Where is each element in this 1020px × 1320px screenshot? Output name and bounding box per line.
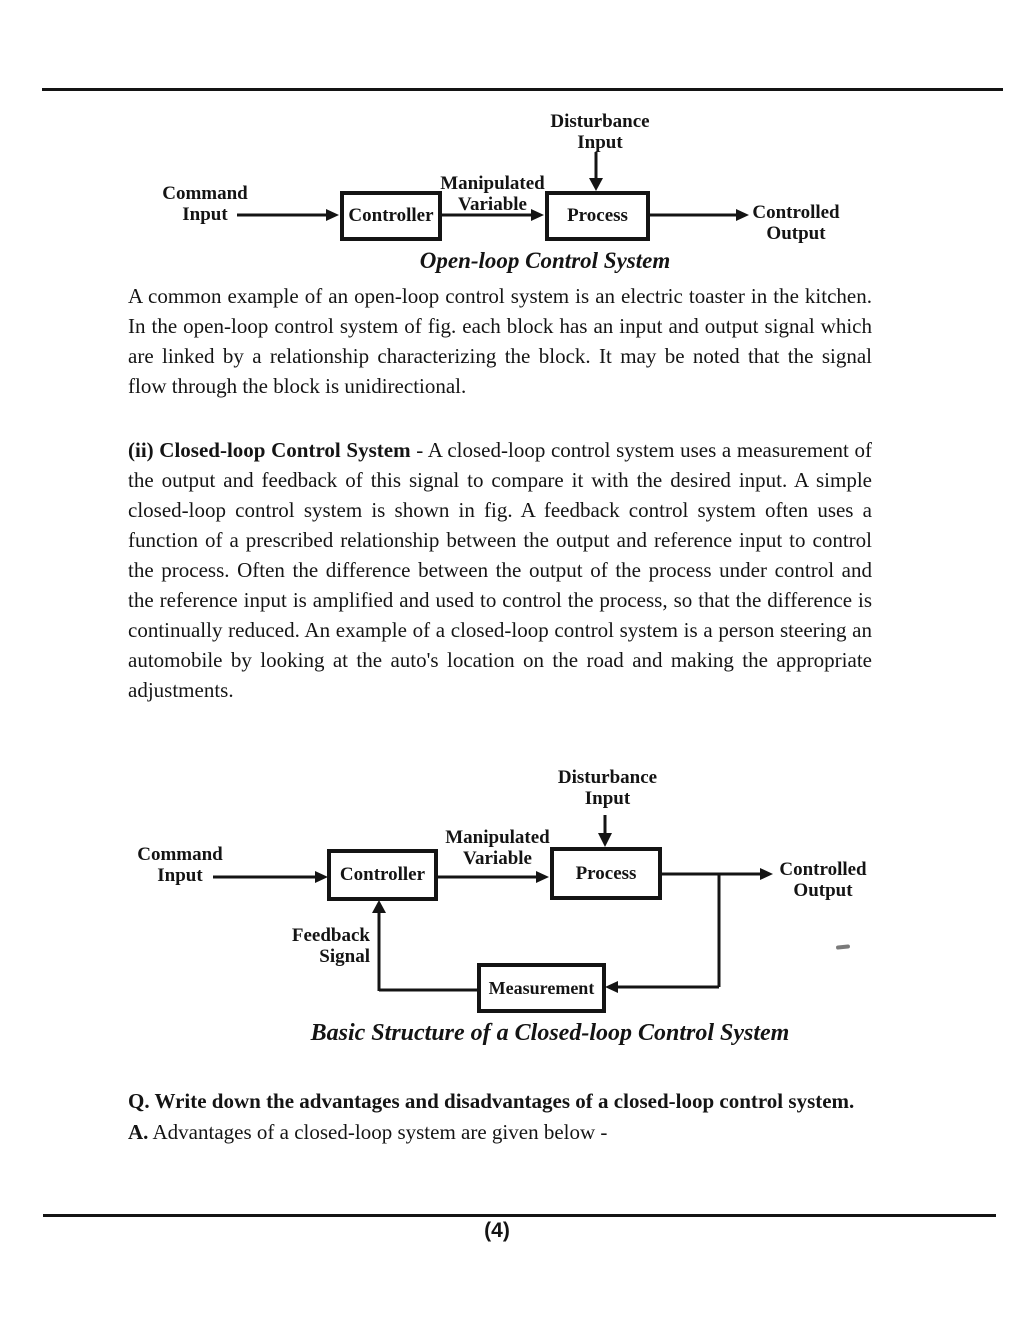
disturbance-input-label: Disturbance Input: [557, 767, 658, 809]
process-block: Process: [550, 847, 662, 900]
open-loop-caption: Open-loop Control System: [419, 248, 671, 273]
command-input-label: Command Input: [162, 183, 248, 225]
output-arrowhead: [760, 868, 773, 880]
answer-text: Advantages of a closed-loop system are g…: [148, 1120, 608, 1144]
controlled-output-label: Controlled Output: [752, 202, 840, 244]
top-rule: [42, 88, 1003, 91]
feedback-arrowhead: [372, 900, 386, 913]
answer-prefix: A.: [128, 1120, 149, 1144]
closed-loop-caption: Basic Structure of a Closed-loop Control…: [310, 1020, 790, 1046]
controller-block: Controller: [327, 849, 438, 901]
manipulated-arrowhead: [536, 871, 549, 883]
manipulated-variable-label: Manipulated Variable: [445, 827, 550, 869]
manipulated-arrowhead: [531, 209, 544, 221]
open-loop-arrows: [237, 152, 749, 221]
disturbance-arrowhead: [589, 178, 603, 191]
disturbance-input-label: Disturbance Input: [550, 111, 650, 153]
closed-loop-body: - A closed-loop control system uses a me…: [128, 438, 872, 702]
measurement-arrowhead: [605, 981, 618, 993]
command-arrowhead: [315, 871, 328, 883]
question-text: Q. Write down the advantages and disadva…: [128, 1089, 855, 1113]
closed-loop-heading: (ii) Closed-loop Control System: [128, 438, 411, 462]
open-loop-paragraph: A common example of an open-loop control…: [128, 284, 872, 398]
command-arrowhead: [326, 209, 339, 221]
output-arrowhead: [736, 209, 749, 221]
closed-loop-arrows: [213, 815, 773, 993]
disturbance-arrowhead: [598, 833, 612, 847]
controlled-output-label: Controlled Output: [779, 859, 867, 901]
closed-loop-paragraph: (ii) Closed-loop Control System - A clos…: [128, 435, 872, 705]
controller-block: Controller: [340, 191, 442, 241]
answer-line: A. Advantages of a closed-loop system ar…: [128, 1117, 872, 1148]
feedback-signal-label: Feedback Signal: [291, 925, 370, 967]
question-answer-section: Q. Write down the advantages and disadva…: [128, 1086, 872, 1148]
command-input-label: Command Input: [137, 844, 223, 886]
page-number: (4): [484, 1219, 510, 1242]
manipulated-variable-label: Manipulated Variable: [440, 173, 545, 215]
measurement-block: Measurement: [477, 963, 606, 1013]
bottom-rule: [43, 1214, 996, 1217]
process-block: Process: [545, 191, 650, 241]
